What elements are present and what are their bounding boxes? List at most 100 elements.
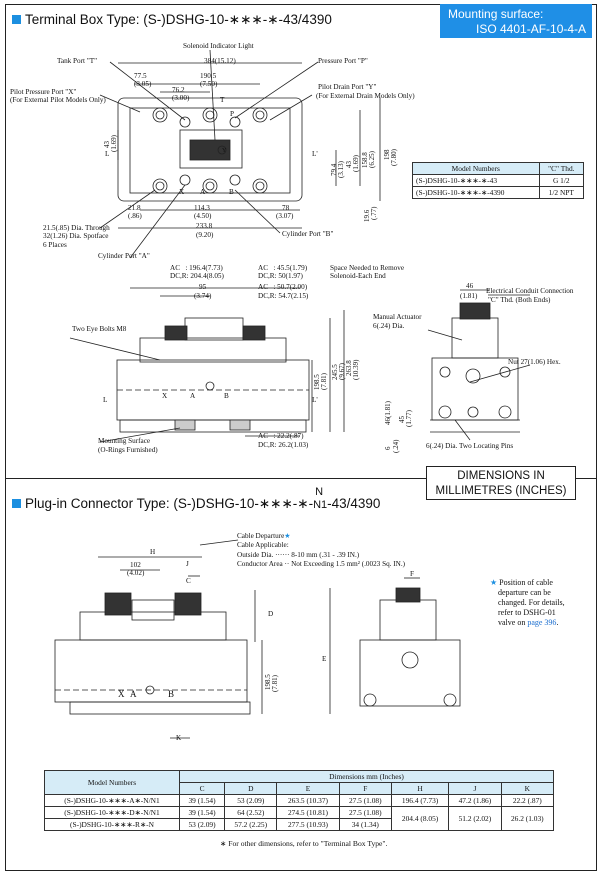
star-icon: ★: [284, 532, 291, 540]
dim-f: F: [410, 570, 414, 578]
table-row: (S-)DSHG-10-∗∗∗-A∗-N/N1 39 (1.54) 53 (2.…: [44, 794, 555, 807]
letter-X-plugin: X: [118, 689, 125, 699]
letter-A-plugin: A: [130, 689, 137, 699]
label-spotface: 32(1.26) Dia. Spotface: [43, 232, 109, 240]
dim-ac2: AC : 45.5(1.79): [258, 264, 308, 272]
page-396-link[interactable]: page 396: [527, 618, 557, 627]
blue-square-icon: [12, 499, 21, 508]
label-cable-departure: Cable Departure★: [237, 532, 291, 540]
dim-ac3: AC : 50.7(2.00): [258, 283, 308, 291]
dim-note-line2: MILLIMETRES (INCHES): [435, 485, 567, 497]
label-c-thd: "C" Thd. (Both Ends): [488, 296, 551, 304]
dim-ac4: AC : 22.2(.87): [258, 432, 304, 440]
label-outside-dia: Outside Dia. ······ 8-10 mm (.31 - .39 I…: [237, 551, 360, 559]
letter-L: L: [105, 150, 110, 158]
plugin-front-top: [79, 611, 227, 641]
plugin-front-body: [54, 639, 248, 703]
label-pressure-port: Pressure Port "P": [318, 57, 368, 65]
letter-B-plugin: B: [168, 689, 175, 699]
dim-ac1: AC : 196.4(7.73): [170, 264, 223, 272]
label-places: 6 Places: [43, 241, 67, 249]
letter-Y: Y: [222, 148, 227, 154]
label-cable-applicable: Cable Applicable:: [237, 541, 289, 549]
label-tank-port: Tank Port "T": [57, 57, 98, 65]
dim-77-5: 77.5: [134, 72, 147, 80]
mounting-surface-box: Mounting surface: ISO 4401-AF-10-4-A: [440, 4, 592, 38]
label-cylinder-a: Cylinder Port "A": [98, 252, 150, 260]
table-footnote: ∗ For other dimensions, refer to "Termin…: [220, 839, 388, 848]
letter-P: P: [230, 110, 234, 118]
dim-21-8: 21.8: [128, 204, 141, 212]
dim-46-in: (1.81): [460, 292, 478, 300]
label-conductor-area: Conductor Area ·· Not Exceeding 1.5 mm² …: [237, 560, 406, 568]
dim-95: 95: [199, 283, 207, 291]
dim-78-in: (3.07): [276, 212, 294, 220]
letter-A: A: [200, 188, 206, 196]
label-manual-actuator: Manual Actuator: [373, 313, 422, 321]
dimensions-note: DIMENSIONS IN MILLIMETRES (INCHES): [426, 466, 576, 500]
section-divider: [5, 478, 597, 479]
letter-L-prime: L': [312, 150, 318, 158]
dim-c: C: [186, 577, 191, 585]
label-elec-conduit: Electrical Conduit Connection: [486, 287, 574, 295]
dim-d: D: [268, 610, 274, 618]
letter-A-front: A: [190, 392, 196, 400]
cable-note-line3: changed. For details,: [498, 598, 565, 607]
cable-note-line2: departure can be: [498, 588, 551, 597]
section2-title: Plug-in Connector Type: (S-)DSHG-10-∗∗∗-…: [12, 486, 381, 512]
section1-title: Terminal Box Type: (S-)DSHG-10-∗∗∗-∗-43/…: [12, 12, 332, 28]
label-mounting-surface: Mounting Surface: [98, 437, 151, 445]
dim-233-8: 233.8: [196, 222, 213, 230]
dimensions-table: Model Numbers Dimensions mm (Inches) C D…: [44, 770, 555, 831]
letter-X: X: [179, 188, 185, 196]
dim-114-3-in: (4.50): [194, 212, 212, 220]
dim-102: 102: [130, 561, 141, 569]
table-row: (S-)DSHG-10-∗∗∗-D∗-N/N1 39 (1.54) 64 (2.…: [44, 806, 555, 831]
label-solenoid-each: Solenoid-Each End: [330, 272, 386, 280]
dim-384: 384(15.12): [204, 57, 236, 65]
label-nut: Nut 27(1.06) Hex.: [508, 358, 561, 366]
letter-L-front: L: [103, 396, 108, 404]
section1-title-text: Terminal Box Type: (S-)DSHG-10-∗∗∗-∗-43/…: [25, 12, 332, 27]
section2-title-n1: N1: [313, 499, 328, 511]
label-manual-dia: 6(.24) Dia.: [373, 322, 405, 330]
dim-198-5-in-plugin: (7.81): [271, 675, 279, 692]
top-view-pilot: [179, 129, 243, 169]
label-locating-pins: 6(.24) Dia. Two Locating Pins: [426, 442, 514, 450]
dim-77-5-in: (3.05): [134, 80, 152, 88]
dim-j: J: [186, 560, 189, 568]
dim-76-2: 76.2: [172, 86, 185, 94]
plugin-connector-left: [104, 592, 132, 616]
c-thread-table: Model Numbers "C" Thd. (S-)DSHG-10-∗∗∗-∗…: [412, 162, 585, 199]
dim-114-3: 114.3: [194, 204, 210, 212]
dim-21-8-in: (.86): [128, 212, 142, 220]
dim-190-5-in: (7.50): [200, 80, 218, 88]
t2-header-dims: Dimensions mm (Inches): [179, 770, 554, 783]
top-view-terminal: [189, 139, 231, 161]
dim-102-in: (4.02): [127, 569, 145, 577]
mount-line1: Mounting surface:: [448, 7, 544, 21]
dim-k: K: [176, 734, 182, 742]
dim-76-2-in: (3.00): [172, 94, 190, 102]
section2-title-suffix: -43/4390: [327, 496, 381, 511]
dim-46: 46: [466, 282, 474, 290]
blue-square-icon: [12, 15, 21, 24]
dim-note-line1: DIMENSIONS IN: [457, 470, 545, 482]
mount-line2: ISO 4401-AF-10-4-A: [476, 22, 587, 36]
label-two-eye-bolts: Two Eye Bolts M8: [72, 325, 127, 333]
label-pilot-drain: Pilot Drain Port "Y": [318, 83, 377, 91]
plugin-connector-right: [174, 592, 202, 616]
letter-B: B: [229, 188, 234, 196]
label-solenoid-indicator: Solenoid Indicator Light: [183, 42, 254, 50]
cable-note: ★ Position of cable departure can be cha…: [490, 578, 565, 627]
table-row: (S-)DSHG-10-∗∗∗-R∗-N 53 (2.09) 57.2 (2.2…: [44, 818, 554, 831]
letter-L-prime-front: L': [312, 396, 318, 404]
dim-h: H: [150, 548, 156, 556]
dim-dcr3: DC,R: 54.7(2.15): [258, 292, 309, 300]
dim-95-in: (3.74): [194, 292, 212, 300]
front-view-top: [139, 337, 287, 363]
dim-dcr4: DC,R: 26.2(1.03): [258, 441, 309, 449]
cable-note-line1: ★ Position of cable: [490, 578, 553, 587]
